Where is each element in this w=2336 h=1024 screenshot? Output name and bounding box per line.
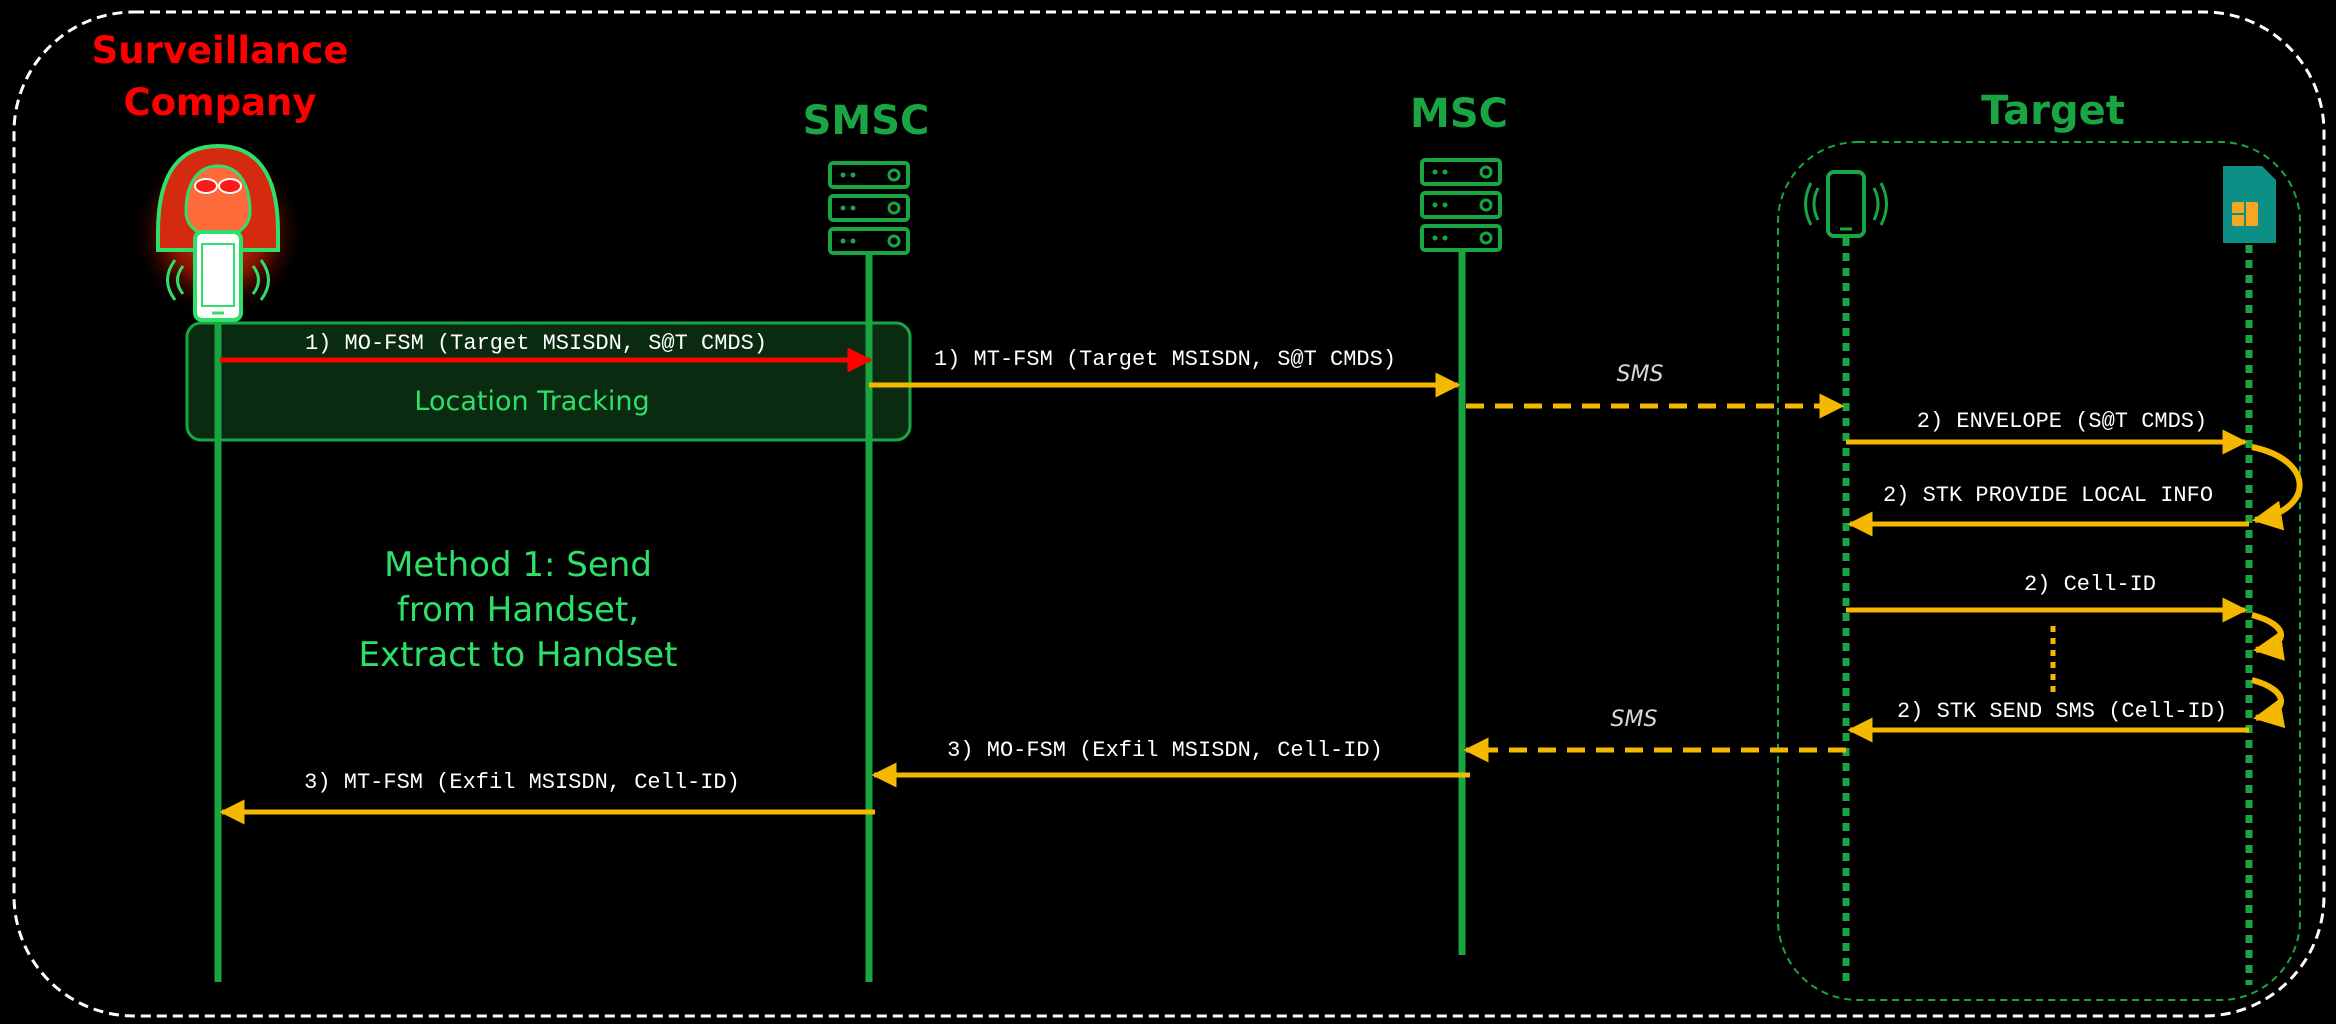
smsc-server-icon <box>830 163 908 253</box>
label-cell-id: 2) Cell-ID <box>2024 572 2156 597</box>
smsc-title: SMSC <box>803 98 930 144</box>
msc-server-icon <box>1422 160 1500 250</box>
label-mo-fsm-3: 3) MO-FSM (Exfil MSISDN, Cell-ID) <box>947 738 1383 763</box>
surveillance-title-line1: Surveillance <box>92 29 349 72</box>
label-sms-out: SMS <box>1611 707 1658 732</box>
label-stk-provide: 2) STK PROVIDE LOCAL INFO <box>1883 483 2213 508</box>
label-mo-fsm-1: 1) MO-FSM (Target MSISDN, S@T CMDS) <box>305 331 767 356</box>
method-note-line2: from Handset, <box>397 590 639 630</box>
label-sms-in: SMS <box>1617 362 1664 387</box>
method-note-line1: Method 1: Send <box>384 545 652 585</box>
surveillance-title-line2: Company <box>123 81 316 124</box>
label-mt-fsm-1: 1) MT-FSM (Target MSISDN, S@T CMDS) <box>934 347 1396 372</box>
loop-arrow-2 <box>2252 615 2281 650</box>
target-phone-icon <box>1806 172 1887 236</box>
target-group-box <box>1778 142 2300 1000</box>
label-stk-send: 2) STK SEND SMS (Cell-ID) <box>1897 699 2227 724</box>
method-note-line3: Extract to Handset <box>358 635 677 675</box>
loop-arrow-1 <box>2252 447 2300 520</box>
hacker-icon <box>130 144 306 320</box>
outer-frame <box>14 12 2324 1016</box>
label-envelope: 2) ENVELOPE (S@T CMDS) <box>1917 409 2207 434</box>
label-mt-fsm-3: 3) MT-FSM (Exfil MSISDN, Cell-ID) <box>304 770 740 795</box>
loop-arrow-3 <box>2252 680 2281 718</box>
sim-card-icon <box>2223 166 2276 243</box>
location-tracking-label: Location Tracking <box>414 386 649 417</box>
target-title: Target <box>1981 88 2125 134</box>
msc-title: MSC <box>1410 91 1508 137</box>
